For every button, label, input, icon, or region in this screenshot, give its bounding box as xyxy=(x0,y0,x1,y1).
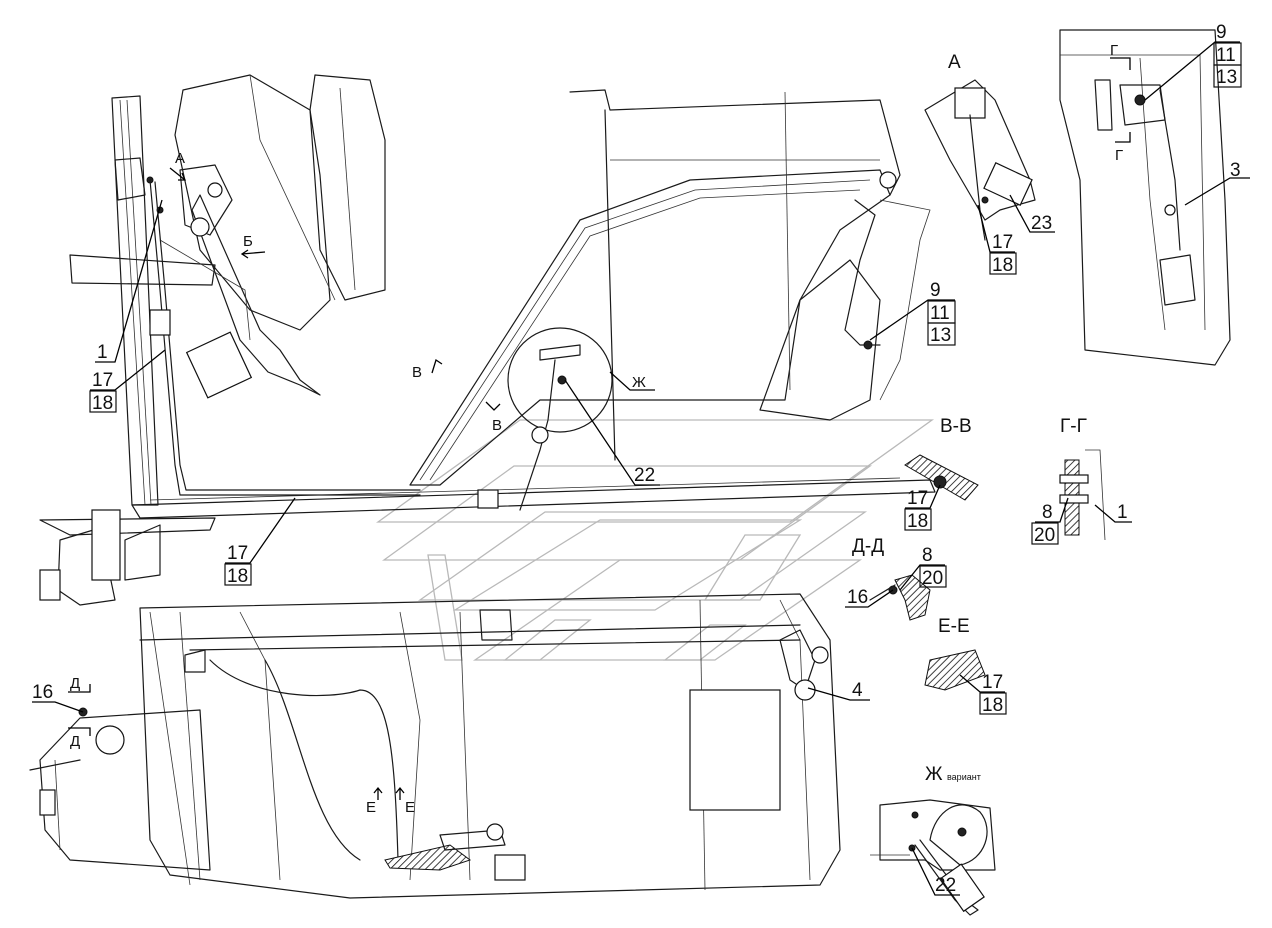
svg-text:1: 1 xyxy=(97,342,108,363)
callout-4: 4 xyxy=(807,680,870,701)
cut-label-G-top: Г xyxy=(1110,42,1118,59)
section-EE xyxy=(924,649,986,691)
svg-text:18: 18 xyxy=(982,695,1003,716)
cab-upper-assembly xyxy=(39,74,936,606)
svg-text:20: 20 xyxy=(1034,525,1055,546)
svg-text:11: 11 xyxy=(930,303,950,324)
cut-label-E-2: Е xyxy=(405,799,415,816)
cut-label-D-top: Д xyxy=(70,675,80,692)
cut-label-E-1: Е xyxy=(366,799,376,816)
detail-view-Zh xyxy=(870,799,996,916)
callout-17-18-floor: 17 18 xyxy=(224,497,296,587)
callout-17-18-left: 17 18 xyxy=(89,349,166,414)
bolt-block xyxy=(91,509,121,581)
view-label-B-arrow: Б xyxy=(243,233,253,250)
svg-text:9: 9 xyxy=(1216,22,1227,43)
callout-1-GG: 1 xyxy=(1094,502,1132,523)
section-GG xyxy=(1059,449,1106,541)
view-label-A-top: А xyxy=(948,52,961,73)
svg-text:16: 16 xyxy=(847,587,868,608)
detail-view-A xyxy=(924,79,1036,241)
svg-text:11: 11 xyxy=(1216,45,1236,66)
svg-text:22: 22 xyxy=(634,465,655,486)
svg-text:22: 22 xyxy=(935,875,956,896)
svg-text:17: 17 xyxy=(92,370,113,391)
lower-body-assembly xyxy=(29,593,841,899)
view-label-A-arrow: А xyxy=(175,150,185,167)
callout-3: 3 xyxy=(1184,160,1250,206)
callout-17-18-viewA: 17 18 xyxy=(977,204,1017,276)
svg-text:23: 23 xyxy=(1031,213,1052,234)
section-title-DD: Д-Д xyxy=(852,536,884,557)
svg-text:18: 18 xyxy=(907,511,928,532)
svg-text:17: 17 xyxy=(982,672,1003,693)
svg-text:13: 13 xyxy=(930,325,951,346)
callout-16-bottom: 16 xyxy=(32,682,84,713)
callout-22-Zh: 22 xyxy=(911,847,960,896)
watermark-logo xyxy=(375,419,935,661)
svg-text:18: 18 xyxy=(92,393,113,414)
svg-text:8: 8 xyxy=(1042,502,1053,523)
cut-label-V-1: В xyxy=(412,364,422,381)
svg-text:17: 17 xyxy=(907,488,928,509)
callout-9-11-13-side: 9 11 13 xyxy=(1144,22,1242,101)
svg-text:16: 16 xyxy=(32,682,53,703)
svg-text:1: 1 xyxy=(1117,502,1128,523)
callout-17-18-EE: 17 18 xyxy=(959,672,1007,716)
callout-1: 1 xyxy=(95,199,163,363)
pedal-pad xyxy=(185,331,253,399)
view-title-Zh-note: вариант xyxy=(947,772,981,782)
callout-17-18-VV: 17 18 xyxy=(904,484,941,532)
section-title-GG: Г-Г xyxy=(1060,416,1087,437)
callout-8-20-GG: 8 20 xyxy=(1031,497,1069,546)
section-title-VV: В-В xyxy=(940,416,972,437)
cut-label-V-2: В xyxy=(492,417,502,434)
callout-23: 23 xyxy=(1009,194,1055,234)
svg-text:17: 17 xyxy=(227,543,248,564)
section-DD xyxy=(869,574,931,621)
callout-22-main: 22 xyxy=(564,379,660,486)
callout-16-DD: 16 xyxy=(845,587,894,608)
view-title-Zh: Ж xyxy=(925,764,943,785)
svg-text:8: 8 xyxy=(922,545,933,566)
svg-text:9: 9 xyxy=(930,280,941,301)
detail-side-panel xyxy=(1059,29,1231,366)
svg-text:17: 17 xyxy=(992,232,1013,253)
svg-text:18: 18 xyxy=(227,566,248,587)
callout-8-20-DD: 8 20 xyxy=(899,545,947,591)
section-title-EE: Е-Е xyxy=(938,616,970,637)
cut-label-G-bottom: Г xyxy=(1115,147,1123,164)
svg-text:3: 3 xyxy=(1230,160,1241,181)
view-label-Zh-callout: Ж xyxy=(632,374,646,391)
svg-text:4: 4 xyxy=(852,680,863,701)
svg-text:20: 20 xyxy=(922,568,943,589)
svg-text:13: 13 xyxy=(1216,67,1237,88)
svg-text:18: 18 xyxy=(992,255,1013,276)
cut-label-D-bottom: Д xyxy=(70,733,80,750)
callout-9-11-13-door: 9 11 13 xyxy=(869,280,956,346)
section-VV xyxy=(904,454,979,501)
